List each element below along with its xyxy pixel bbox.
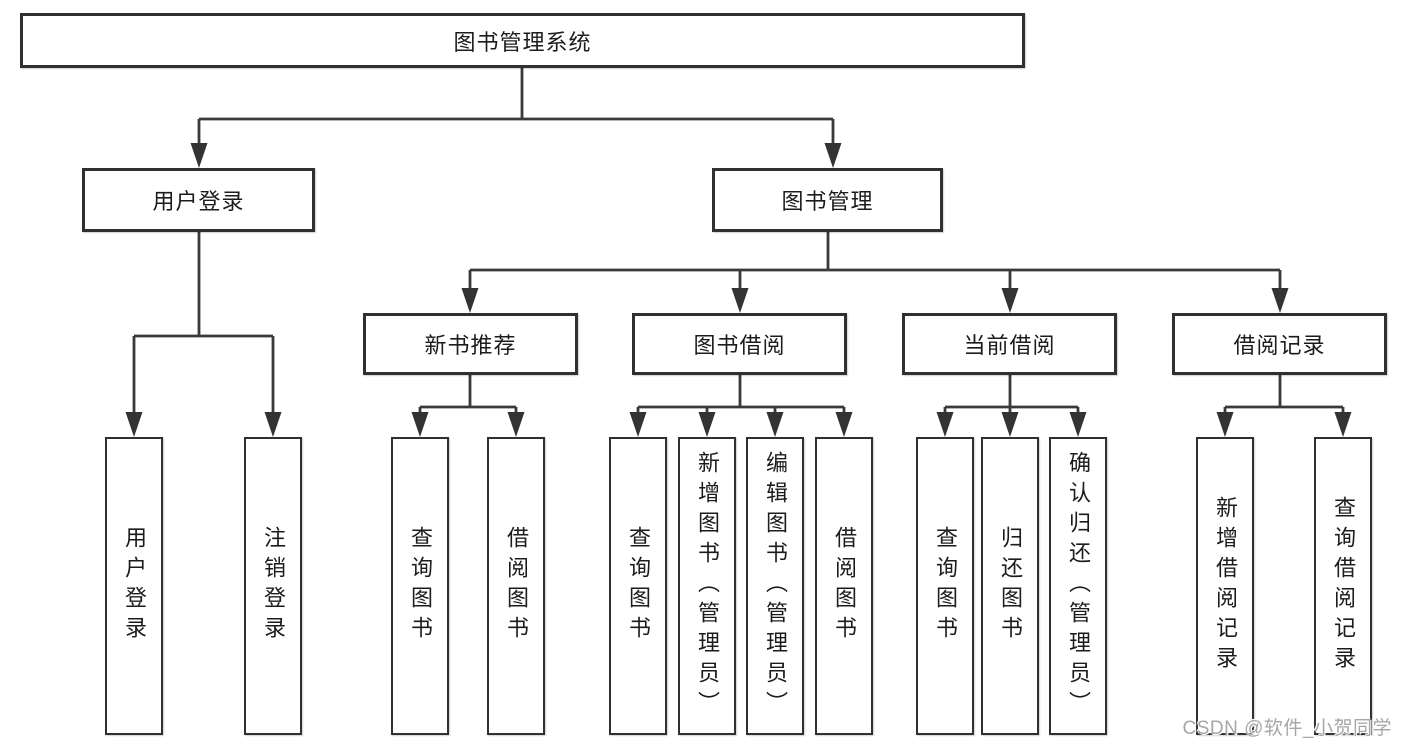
node-root: 图书管理系统 bbox=[20, 13, 1025, 68]
node-current-borrow-label: 当前借阅 bbox=[963, 333, 1056, 358]
leaf-query-borrow-record-label: 查询借阅记录 bbox=[1331, 496, 1356, 676]
leaf-query-books-borrow: 查询图书 bbox=[609, 437, 667, 735]
leaf-borrow-books-newbooks: 借阅图书 bbox=[487, 437, 545, 735]
node-book-mgmt: 图书管理 bbox=[712, 168, 943, 232]
node-new-books-label: 新书推荐 bbox=[424, 333, 517, 358]
node-book-borrow-label: 图书借阅 bbox=[693, 333, 786, 358]
leaf-query-borrow-record: 查询借阅记录 bbox=[1314, 437, 1372, 735]
leaf-query-books-current: 查询图书 bbox=[916, 437, 974, 735]
node-new-books: 新书推荐 bbox=[363, 313, 578, 375]
leaf-query-books-newbooks: 查询图书 bbox=[391, 437, 449, 735]
node-borrow-records-label: 借阅记录 bbox=[1233, 333, 1326, 358]
leaf-confirm-return-admin: 确认归还（管理员） bbox=[1049, 437, 1107, 735]
leaf-borrow-books-borrow-label: 借阅图书 bbox=[832, 526, 857, 646]
node-book-mgmt-label: 图书管理 bbox=[781, 189, 874, 214]
leaf-borrow-books-newbooks-label: 借阅图书 bbox=[504, 526, 529, 646]
node-book-borrow: 图书借阅 bbox=[632, 313, 847, 375]
leaf-logout-label: 注销登录 bbox=[261, 526, 286, 646]
csdn-watermark: CSDN @软件_小贺同学 bbox=[1182, 718, 1392, 739]
node-root-label: 图书管理系统 bbox=[453, 29, 592, 55]
node-user-login-label: 用户登录 bbox=[152, 189, 245, 214]
leaf-confirm-return-admin-label: 确认归还（管理员） bbox=[1066, 451, 1091, 721]
leaf-return-book: 归还图书 bbox=[981, 437, 1039, 735]
leaf-borrow-books-borrow: 借阅图书 bbox=[815, 437, 873, 735]
leaf-return-book-label: 归还图书 bbox=[998, 526, 1023, 646]
leaf-edit-book-admin-label: 编辑图书（管理员） bbox=[763, 451, 788, 721]
node-borrow-records: 借阅记录 bbox=[1172, 313, 1387, 375]
leaf-add-book-admin: 新增图书（管理员） bbox=[678, 437, 736, 735]
node-current-borrow: 当前借阅 bbox=[902, 313, 1117, 375]
leaf-query-books-newbooks-label: 查询图书 bbox=[408, 526, 433, 646]
leaf-user-login-label: 用户登录 bbox=[122, 526, 147, 646]
leaf-add-borrow-record-label: 新增借阅记录 bbox=[1213, 496, 1238, 676]
leaf-add-book-admin-label: 新增图书（管理员） bbox=[695, 451, 720, 721]
leaf-logout: 注销登录 bbox=[244, 437, 302, 735]
leaf-user-login: 用户登录 bbox=[105, 437, 163, 735]
leaf-query-books-current-label: 查询图书 bbox=[933, 526, 958, 646]
arrowheads bbox=[125, 143, 1352, 437]
leaf-add-borrow-record: 新增借阅记录 bbox=[1196, 437, 1254, 735]
leaf-edit-book-admin: 编辑图书（管理员） bbox=[746, 437, 804, 735]
node-user-login: 用户登录 bbox=[82, 168, 315, 232]
leaf-query-books-borrow-label: 查询图书 bbox=[626, 526, 651, 646]
